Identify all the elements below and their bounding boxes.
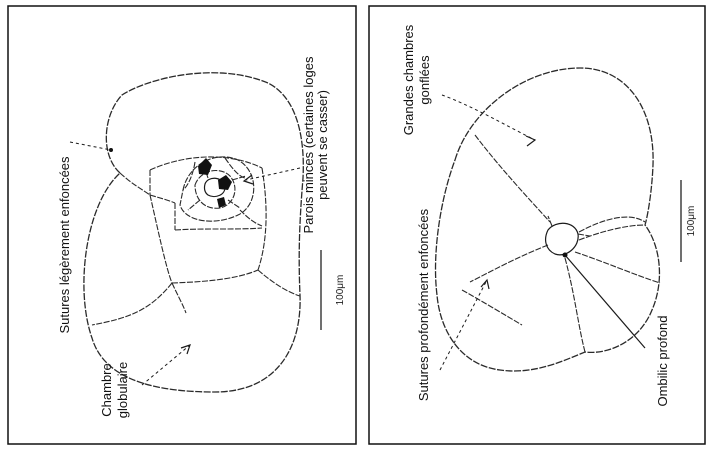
label-chambre-line2: globulaire [115, 362, 130, 418]
label-parois-line2: peuvent se casser) [315, 90, 330, 200]
label-grandes-chambres-line2: gonflées [417, 55, 432, 105]
right-scale-label: 100μm [686, 206, 697, 237]
label-ombilic-profond: Ombilic profond [655, 315, 670, 406]
left-panel: 100μm Sutures légèrement enfoncées Paroi… [8, 6, 356, 444]
left-scale-label: 100μm [335, 275, 346, 306]
label-grandes-chambres-line1: Grandes chambres [401, 24, 416, 135]
label-chambre-line1: Chambre [99, 363, 114, 416]
label-sutures-profondement: Sutures profondément enfoncées [416, 208, 431, 401]
right-panel: 100μm Grandes chambres gonflées Sutures … [369, 6, 705, 444]
label-sutures-legerement: Sutures légèrement enfoncées [57, 156, 72, 334]
label-parois-line1: Parois minces (certaines loges [301, 56, 316, 234]
